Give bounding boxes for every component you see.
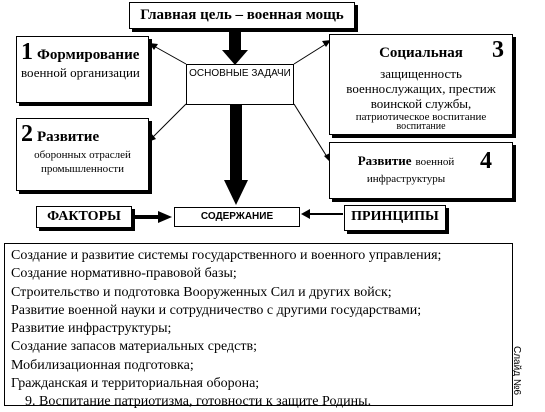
list-item: Создание и развитие системы государствен…	[11, 248, 442, 263]
task-box-2: 2 Развитие оборонных отраслей промышленн…	[16, 118, 149, 191]
list-item: Развитие военной науки и сотрудничество …	[11, 302, 422, 318]
main-tasks-box: ОСНОВНЫЕ ЗАДАЧИ	[186, 64, 294, 105]
task-box-1: 1 Формирование военной организации	[16, 36, 149, 103]
task-title-2: Развитие	[37, 129, 100, 145]
task-title-4: Развитие	[357, 153, 412, 168]
task-text-4: военной инфраструктуры	[366, 156, 455, 185]
factors-box: ФАКТОРЫ	[36, 206, 132, 228]
list-item: Создание запасов материальных средств;	[11, 339, 257, 355]
list-item: Мобилизационная подготовка;	[11, 357, 194, 373]
task-text-1: военной организации	[21, 65, 140, 80]
task-number-3: 3	[492, 37, 504, 63]
task-box-3: Социальная 3 защищенность военнослужащих…	[329, 34, 513, 135]
list-item: 9. Воспитание патриотизма, готовности к …	[25, 394, 372, 410]
content-box: СОДЕРЖАНИЕ	[174, 207, 300, 227]
task-text-3c: воспитание	[396, 121, 446, 132]
task-text-3b: патриотическое воспитание	[355, 111, 487, 123]
list-item: Создание нормативно-правовой базы;	[11, 266, 237, 282]
task-text-3: защищенность военнослужащих, престиж вои…	[346, 66, 496, 111]
main-goal-box: Главная цель – военная мощь	[129, 2, 355, 29]
content-list: Создание и развитие системы государствен…	[4, 243, 513, 409]
factors-text: ФАКТОРЫ	[47, 209, 121, 224]
principles-text: ПРИНЦИПЫ	[351, 209, 439, 224]
main-tasks-text: ОСНОВНЫЕ ЗАДАЧИ	[189, 68, 291, 79]
task-number-4: 4	[480, 148, 492, 174]
task-title-1: Формирование	[37, 47, 140, 63]
list-item: Развитие инфраструктуры;	[11, 321, 172, 337]
task-number-2: 2	[21, 121, 33, 147]
task-number-1: 1	[21, 39, 33, 65]
principles-box: ПРИНЦИПЫ	[344, 205, 446, 231]
task-box-4: 4 Развитие военной инфраструктуры	[329, 142, 513, 199]
list-item: Гражданская и территориальная оборона;	[11, 376, 260, 392]
list-item: Строительство и подготовка Вооруженных С…	[11, 284, 392, 300]
task-text-2: оборонных отраслей промышленности	[34, 149, 131, 175]
content-text: СОДЕРЖАНИЕ	[200, 211, 274, 222]
task-title-3: Социальная	[379, 45, 463, 61]
main-goal-text: Главная цель – военная мощь	[140, 7, 344, 23]
slide-number-label: Слайд №6	[511, 346, 522, 396]
